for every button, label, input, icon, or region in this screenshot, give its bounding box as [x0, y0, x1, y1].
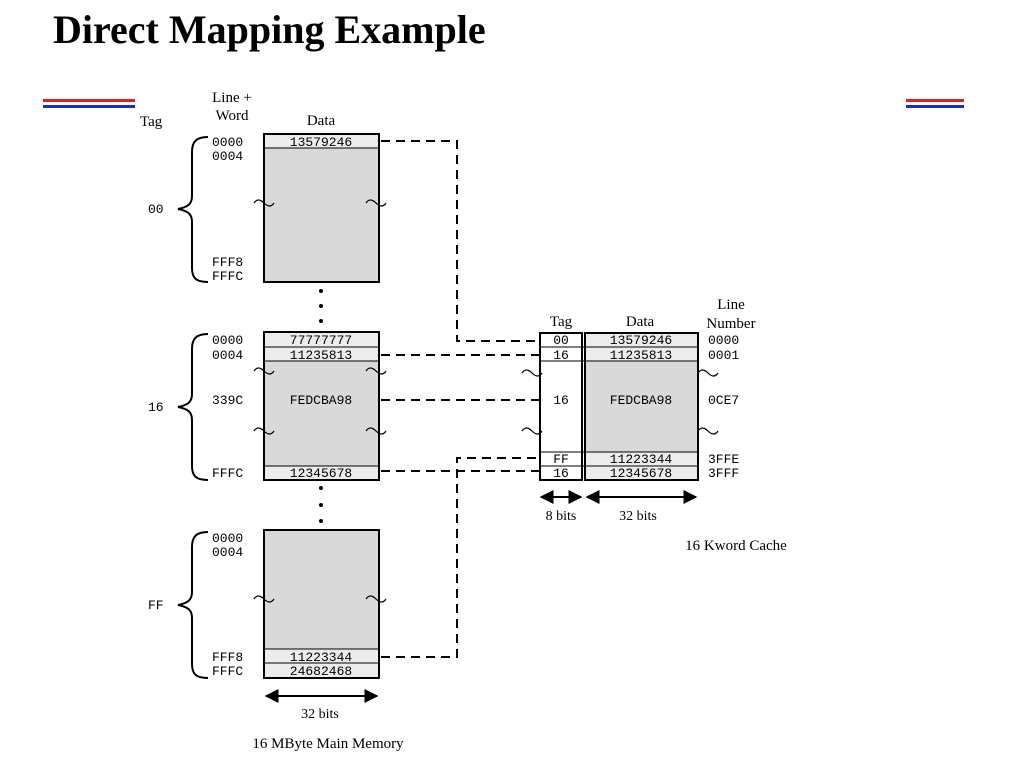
cache: Tag Data Line Number 00 16 16 FF 16 1357… [521, 297, 787, 554]
cache-data-value: 12345678 [610, 466, 672, 481]
cache-data-value: 11235813 [610, 348, 672, 363]
cache-line-number: 0000 [708, 333, 739, 348]
cache-header-tag: Tag [550, 314, 573, 330]
accent-line-red [906, 99, 964, 102]
mm-tag-label: 00 [148, 202, 164, 217]
accent-line-red [43, 99, 135, 102]
mm-caption: 16 MByte Main Memory [252, 736, 404, 752]
brace [177, 333, 209, 481]
cache-line-number: 0CE7 [708, 393, 739, 408]
mm-header-tag: Tag [140, 114, 163, 130]
cache-header-line-2: Number [706, 316, 755, 332]
mm-tag-label: 16 [148, 400, 164, 415]
break-mark-icon [365, 595, 387, 603]
cache-caption: 16 Kword Cache [685, 538, 787, 554]
mm-data-value: 24682468 [290, 664, 352, 679]
cache-data-width-label: 32 bits [619, 509, 657, 524]
mm-address: 0004 [212, 149, 243, 164]
mm-data-value: 12345678 [290, 466, 352, 481]
mm-address: 0004 [212, 545, 243, 560]
cache-tag-value: 00 [553, 333, 569, 348]
cache-line-number: 3FFE [708, 452, 739, 467]
break-mark-icon [365, 199, 387, 207]
mm-data-value: 13579246 [290, 135, 352, 150]
mm-address: FFF8 [212, 255, 243, 270]
break-mark-icon [253, 595, 275, 603]
mm-block-16: 0000 0004 339C FFFC 77777777 11235813 FE… [148, 331, 387, 481]
cache-tag-width-label: 8 bits [546, 509, 577, 524]
mm-address: FFFC [212, 466, 243, 481]
break-mark-icon [697, 369, 719, 377]
mm-header-line-word-1: Line + [212, 90, 252, 106]
cache-data-value: FEDCBA98 [610, 393, 672, 408]
mm-data-value: FEDCBA98 [290, 393, 352, 408]
break-mark-icon [521, 427, 543, 435]
mm-header-data: Data [307, 113, 336, 129]
mm-block-box [263, 133, 380, 283]
mm-block-ff: 0000 0004 FFF8 FFFC 11223344 24682468 FF [148, 529, 387, 679]
break-mark-icon [521, 369, 543, 377]
mm-address: 339C [212, 393, 243, 408]
mm-address: 0004 [212, 348, 243, 363]
mm-width-label: 32 bits [301, 707, 339, 722]
mapping-connector [381, 140, 540, 342]
mm-data-cell-highlight [265, 466, 378, 479]
break-mark-icon [697, 427, 719, 435]
break-mark-icon [253, 199, 275, 207]
mm-address: FFF8 [212, 650, 243, 665]
mm-address: 0000 [212, 531, 243, 546]
cache-header-line-1: Line [717, 297, 745, 313]
break-mark-icon [365, 367, 387, 375]
accent-line-blue [906, 105, 964, 108]
mm-data-value: 77777777 [290, 333, 352, 348]
mm-address: FFFC [212, 664, 243, 679]
ellipsis-dots [319, 289, 323, 523]
accent-lines-right [906, 99, 964, 111]
accent-line-blue [43, 105, 135, 108]
mm-data-value: 11223344 [290, 650, 353, 665]
break-mark-icon [365, 427, 387, 435]
mapping-connector [381, 457, 540, 658]
cache-tag-value: 16 [553, 348, 569, 363]
cache-data-value: 11223344 [610, 452, 673, 467]
mm-address: FFFC [212, 269, 243, 284]
mm-data-cell-highlight [265, 135, 378, 148]
cache-line-number: 3FFF [708, 466, 739, 481]
mm-address: 0000 [212, 333, 243, 348]
mm-block-00: 0000 0004 FFF8 FFFC 13579246 00 [148, 133, 387, 284]
mm-tag-label: FF [148, 598, 164, 613]
accent-lines-left [43, 99, 135, 111]
mm-data-value: 11235813 [290, 348, 352, 363]
mm-address: 0000 [212, 135, 243, 150]
cache-tag-value: 16 [553, 466, 569, 481]
cache-tag-value: FF [553, 452, 569, 467]
cache-tag-value: 16 [553, 393, 569, 408]
mm-header-line-word-2: Word [216, 108, 249, 124]
brace [177, 136, 209, 283]
cache-header-data: Data [626, 314, 655, 330]
cache-line-number: 0001 [708, 348, 739, 363]
cache-tag-column [539, 332, 583, 481]
break-mark-icon [253, 367, 275, 375]
brace [177, 531, 209, 679]
break-mark-icon [253, 427, 275, 435]
slide-title: Direct Mapping Example [53, 7, 486, 52]
cache-data-value: 13579246 [610, 333, 672, 348]
